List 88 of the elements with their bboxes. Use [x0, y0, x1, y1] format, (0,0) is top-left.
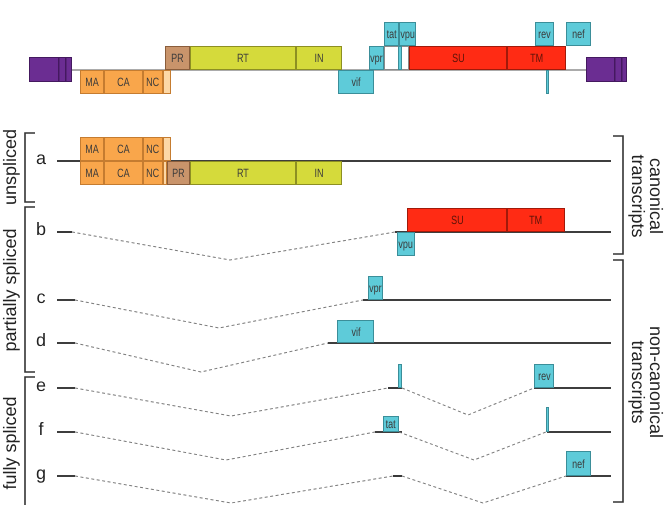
- segment-label: PR: [172, 167, 185, 179]
- gene-segment: [167, 161, 190, 185]
- transcript-letter: g: [36, 463, 46, 485]
- pale-segment: [163, 70, 171, 94]
- segment-label: SU: [452, 52, 464, 64]
- segment-label: vpu: [398, 238, 414, 250]
- segment-label: IN: [314, 167, 324, 179]
- gene-segment: [143, 137, 163, 161]
- segment-label: NC: [146, 167, 160, 179]
- segment-label: RT: [237, 167, 249, 179]
- segment-label: CA: [117, 76, 130, 88]
- transcript-letter: f: [38, 419, 44, 441]
- gene-segment: [399, 22, 416, 46]
- gene-segment: [507, 46, 566, 70]
- ltr-block: [586, 57, 627, 82]
- gene-segment: [369, 46, 384, 70]
- gene-segment: [566, 451, 591, 476]
- gene-segment: [296, 46, 342, 70]
- gene-segment: [338, 70, 374, 94]
- splice-line: [402, 476, 566, 504]
- segment-label: RT: [237, 52, 249, 64]
- transcript-letter: d: [36, 330, 46, 352]
- gene-segment: [337, 320, 374, 343]
- gene-segment: [190, 46, 296, 70]
- ltr-block: [29, 57, 72, 82]
- segment-label: rev: [538, 28, 551, 40]
- segment-label: tat: [386, 418, 396, 430]
- pale-segment: [163, 137, 171, 161]
- segment-label: CA: [117, 143, 130, 155]
- gene-segment: [409, 46, 507, 70]
- transcript-letter: c: [36, 287, 46, 309]
- segment-label: nef: [572, 458, 585, 470]
- segment-label: MA: [85, 76, 99, 88]
- gene-segment: [104, 161, 143, 185]
- gene-segment: [407, 208, 507, 232]
- gene-segment: [507, 208, 565, 232]
- segment-label: IN: [314, 52, 324, 64]
- group-label: canonical transcripts: [629, 153, 665, 240]
- transcript-letter: b: [36, 219, 46, 241]
- segment-label: NC: [146, 143, 160, 155]
- exon-bar: [398, 46, 402, 70]
- gene-segment: [190, 161, 296, 185]
- segment-label: SU: [450, 214, 464, 226]
- segment-label: MA: [85, 167, 99, 179]
- segment-label: NC: [146, 76, 160, 88]
- segment-label: rev: [538, 370, 550, 382]
- genome-line: [72, 69, 586, 71]
- gene-segment: [80, 137, 104, 161]
- exon-bar: [546, 407, 549, 432]
- group-label: fully spliced: [0, 396, 22, 490]
- gene-segment: [104, 70, 143, 94]
- transcript-letter: a: [36, 148, 46, 170]
- segment-label: tat: [386, 28, 396, 40]
- segment-label: vpr: [369, 282, 382, 294]
- gene-segment: [143, 161, 163, 185]
- segment-label: vpr: [370, 52, 383, 64]
- group-label: unspliced: [0, 128, 22, 206]
- gene-segment: [80, 70, 104, 94]
- group-label: non-canonical transcripts: [629, 324, 665, 440]
- segment-label: CA: [117, 167, 130, 179]
- gene-segment: [566, 22, 591, 46]
- gene-segment: [104, 137, 143, 161]
- gene-segment: [535, 22, 554, 46]
- gene-segment: [165, 46, 190, 70]
- gene-segment: [383, 416, 399, 432]
- gene-segment: [384, 22, 399, 46]
- splice-line: [402, 388, 534, 416]
- exon-bar: [398, 364, 402, 388]
- blank-segment: [384, 46, 409, 70]
- segment-label: nef: [572, 28, 585, 40]
- gene-segment: [397, 232, 415, 256]
- segment-label: PR: [171, 52, 184, 64]
- exon-bar: [546, 70, 549, 94]
- pale-segment: [163, 161, 167, 185]
- segment-label: TM: [530, 214, 542, 226]
- gene-segment: [368, 276, 383, 300]
- group-label: partially spliced: [0, 228, 22, 352]
- segment-label: vif: [351, 326, 360, 338]
- splice-line: [398, 432, 546, 461]
- segment-label: TM: [530, 52, 543, 64]
- gene-segment: [296, 161, 342, 185]
- segment-label: vif: [352, 76, 360, 88]
- gene-segment: [534, 364, 554, 388]
- gene-segment: [143, 70, 163, 94]
- gene-segment: [80, 161, 104, 185]
- segment-label: MA: [85, 143, 99, 155]
- transcript-letter: e: [36, 375, 46, 397]
- segment-label: vpu: [400, 28, 415, 40]
